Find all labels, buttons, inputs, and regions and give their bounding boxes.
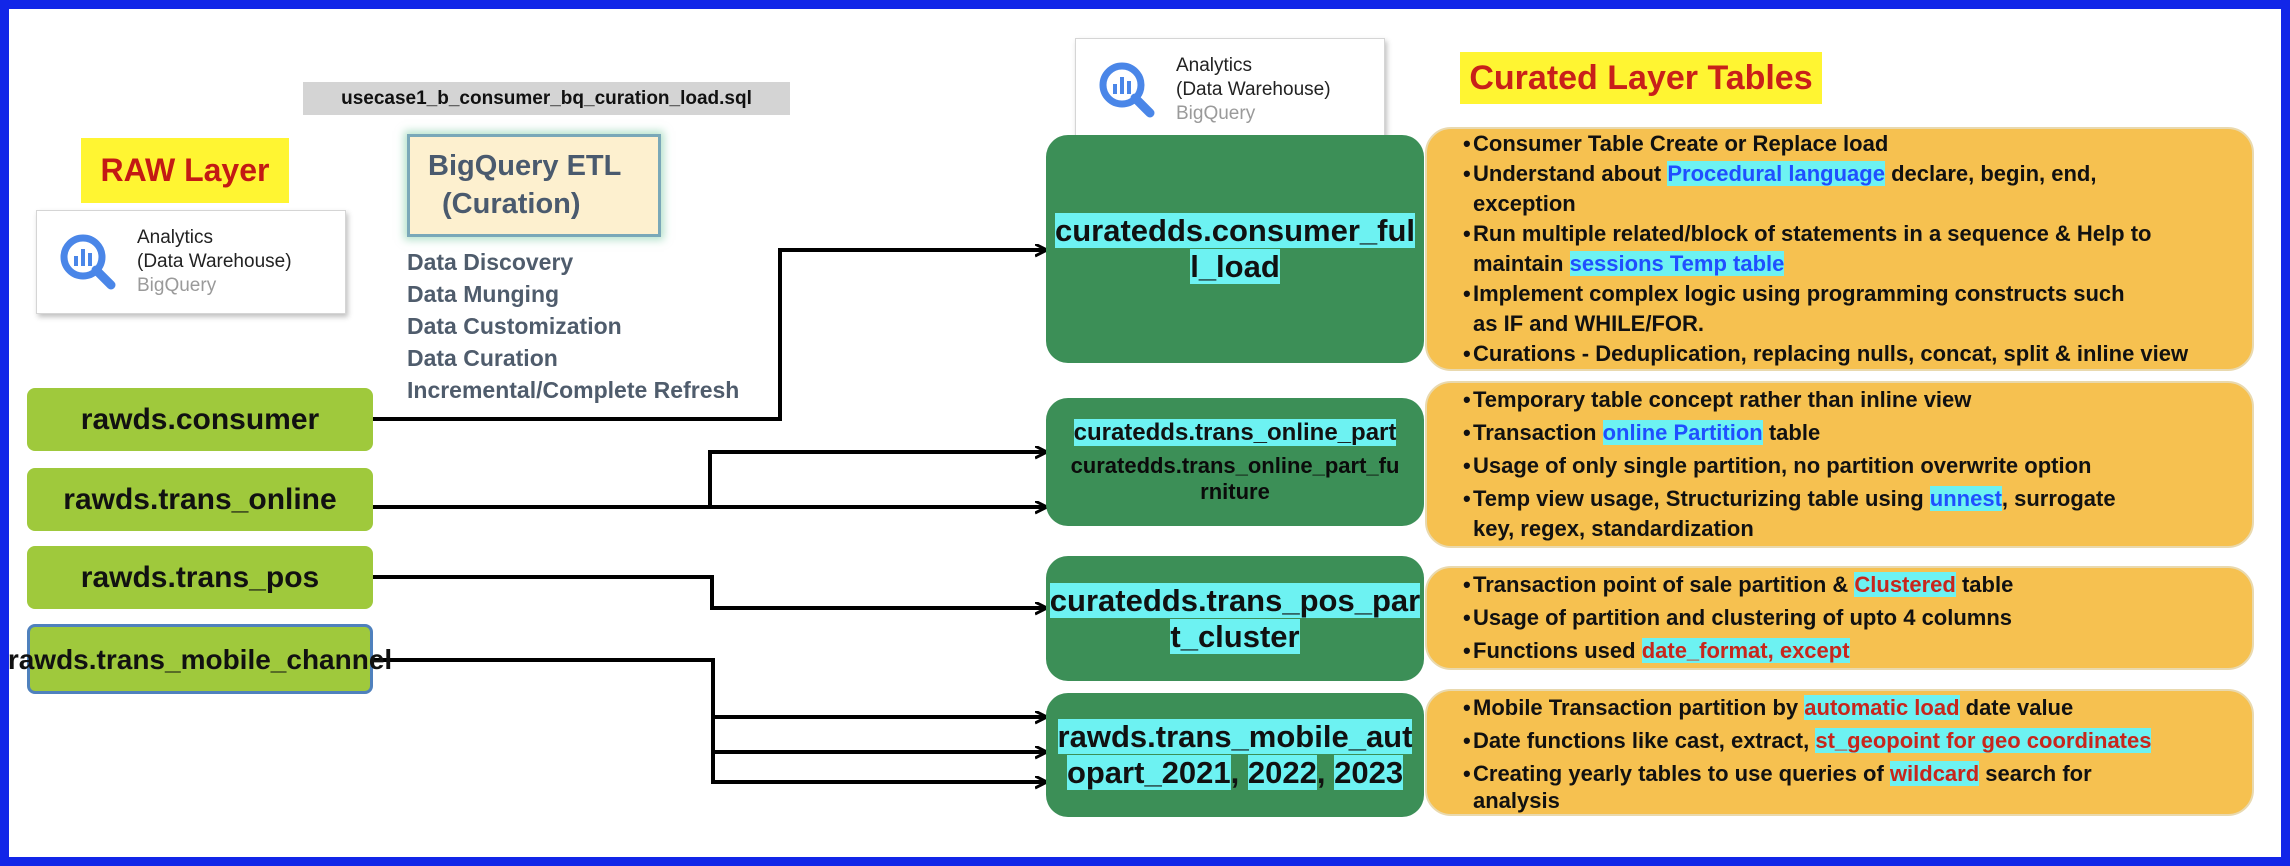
desc-bullet: Implement complex logic using programmin… xyxy=(1463,279,2242,309)
highlight-sessions-temp-table: sessions Temp table xyxy=(1569,251,1785,276)
bigquery-icon xyxy=(1099,62,1155,118)
curated-name-line: t_cluster xyxy=(1170,618,1300,654)
raw-table-trans-online: rawds.trans_online xyxy=(27,468,373,531)
raw-table-trans-pos: rawds.trans_pos xyxy=(27,546,373,609)
desc-bullet: Usage of only single partition, no parti… xyxy=(1463,451,2242,481)
bq-line2: (Data Warehouse) xyxy=(137,251,292,272)
desc-bullet-cont: maintain sessions Temp table xyxy=(1473,251,1785,276)
desc-bullet: Curations - Deduplication, replacing nul… xyxy=(1463,339,2242,369)
raw-table-consumer: rawds.consumer xyxy=(27,388,373,451)
curated-trans-mobile-autopart: rawds.trans_mobile_aut opart_2021, 2022,… xyxy=(1046,693,1424,817)
arrow-mobile-3 xyxy=(711,752,1046,782)
desc-bullet: Temp view usage, Structurizing table usi… xyxy=(1463,484,2242,514)
desc-bullet-cont: key, regex, standardization xyxy=(1473,516,1754,541)
curated-trans-online: curatedds.trans_online_part curatedds.tr… xyxy=(1046,398,1424,526)
desc-consumer: Consumer Table Create or Replace load Un… xyxy=(1425,127,2254,371)
desc-trans-pos: Transaction point of sale partition & Cl… xyxy=(1425,566,2254,670)
etl-step: Data Discovery xyxy=(407,249,574,275)
etl-line2: (Curation) xyxy=(442,188,581,220)
arrow-pos xyxy=(373,575,1046,608)
desc-bullet: Usage of partition and clustering of upt… xyxy=(1463,603,2242,633)
desc-bullet-cont: exception xyxy=(1473,191,1576,216)
curated-name-line: rniture xyxy=(1200,479,1270,504)
desc-bullet: Run multiple related/block of statements… xyxy=(1463,219,2242,249)
arrow-mobile-2 xyxy=(711,717,1046,752)
separator: , xyxy=(1316,755,1335,790)
bq-line1: Analytics xyxy=(137,227,214,248)
curated-name-line: rawds.trans_mobile_aut xyxy=(1057,719,1413,754)
curated-consumer-full-load: curatedds.consumer_ful l_load xyxy=(1046,135,1424,363)
raw-layer-title: RAW Layer xyxy=(81,138,289,203)
bigquery-icon xyxy=(60,234,116,290)
curated-name-line: l_load xyxy=(1190,249,1280,284)
desc-bullet: Functions used date_format, except xyxy=(1463,636,2242,666)
etl-step: Data Curation xyxy=(407,345,558,371)
desc-trans-online: Temporary table concept rather than inli… xyxy=(1425,381,2254,548)
bigquery-card-curated: Analytics (Data Warehouse) BigQuery xyxy=(1075,38,1385,142)
curated-layer-title: Curated Layer Tables xyxy=(1460,52,1822,104)
highlight-procedural-language: Procedural language xyxy=(1667,161,1885,186)
etl-steps-list: Data Discovery Data Munging Data Customi… xyxy=(407,246,739,406)
desc-bullet-cont: analysis xyxy=(1473,788,1560,813)
separator: , xyxy=(1230,755,1248,790)
raw-table-trans-mobile-channel: rawds.trans_mobile_channel xyxy=(8,624,392,694)
etl-step: Data Munging xyxy=(407,281,560,307)
bq-line2: (Data Warehouse) xyxy=(1176,79,1331,100)
desc-bullet: Temporary table concept rather than inli… xyxy=(1463,385,2242,415)
curated-year-2022: 2022 xyxy=(1247,755,1317,790)
highlight-st-geopoint: st_geopoint for geo coordinates xyxy=(1815,728,2152,753)
bq-line1: Analytics xyxy=(1176,55,1253,76)
etl-step: Data Customization xyxy=(407,313,622,339)
bq-line3: BigQuery xyxy=(1176,103,1256,124)
desc-bullet: Understand about Procedural language dec… xyxy=(1463,159,2242,189)
arrow-mobile-1 xyxy=(373,658,1046,717)
bq-line3: BigQuery xyxy=(137,275,217,296)
curated-online-part-furniture: curatedds.trans_online_part_fu rniture xyxy=(1071,453,1400,505)
desc-trans-mobile: Mobile Transaction partition by automati… xyxy=(1425,689,2254,816)
curated-trans-pos-part-cluster: curatedds.trans_pos_par t_cluster xyxy=(1046,556,1424,681)
curated-name-line: curatedds.consumer_ful xyxy=(1054,213,1416,248)
curated-name-line: curatedds.trans_pos_par xyxy=(1049,582,1421,618)
highlight-online-partition: online Partition xyxy=(1602,420,1763,445)
highlight-unnest: unnest xyxy=(1929,486,2002,511)
etl-step: Incremental/Complete Refresh xyxy=(407,377,740,403)
desc-bullet: Mobile Transaction partition by automati… xyxy=(1463,693,2242,723)
highlight-clustered: Clustered xyxy=(1854,572,1956,597)
bigquery-etl-box: BigQuery ETL (Curation) xyxy=(407,134,661,237)
curated-year-2021: opart_2021 xyxy=(1066,755,1231,790)
curated-name-line: curatedds.trans_online_part_fu xyxy=(1070,453,1400,478)
bigquery-card-raw: Analytics (Data Warehouse) BigQuery xyxy=(36,210,346,314)
highlight-date-format-except: date_format, except xyxy=(1641,638,1850,663)
desc-bullet: Consumer Table Create or Replace load xyxy=(1463,129,2242,159)
sql-file-label: usecase1_b_consumer_bq_curation_load.sql xyxy=(303,82,790,115)
desc-bullet: Date functions like cast, extract, st_ge… xyxy=(1463,726,2242,756)
arrow-online-part xyxy=(373,452,1046,509)
curated-online-part: curatedds.trans_online_part xyxy=(1073,419,1397,446)
highlight-automatic-load: automatic load xyxy=(1804,695,1960,720)
etl-line1: BigQuery ETL xyxy=(428,150,622,182)
desc-bullet-cont: as IF and WHILE/FOR. xyxy=(1473,311,1705,336)
arrow-consumer xyxy=(373,250,1046,421)
desc-bullet: Transaction online Partition table xyxy=(1463,418,2242,448)
desc-bullet: Creating yearly tables to use queries of… xyxy=(1463,759,2242,789)
curated-year-2023: 2023 xyxy=(1334,755,1404,790)
desc-bullet: Transaction point of sale partition & Cl… xyxy=(1463,570,2242,600)
highlight-wildcard: wildcard xyxy=(1889,761,1980,786)
